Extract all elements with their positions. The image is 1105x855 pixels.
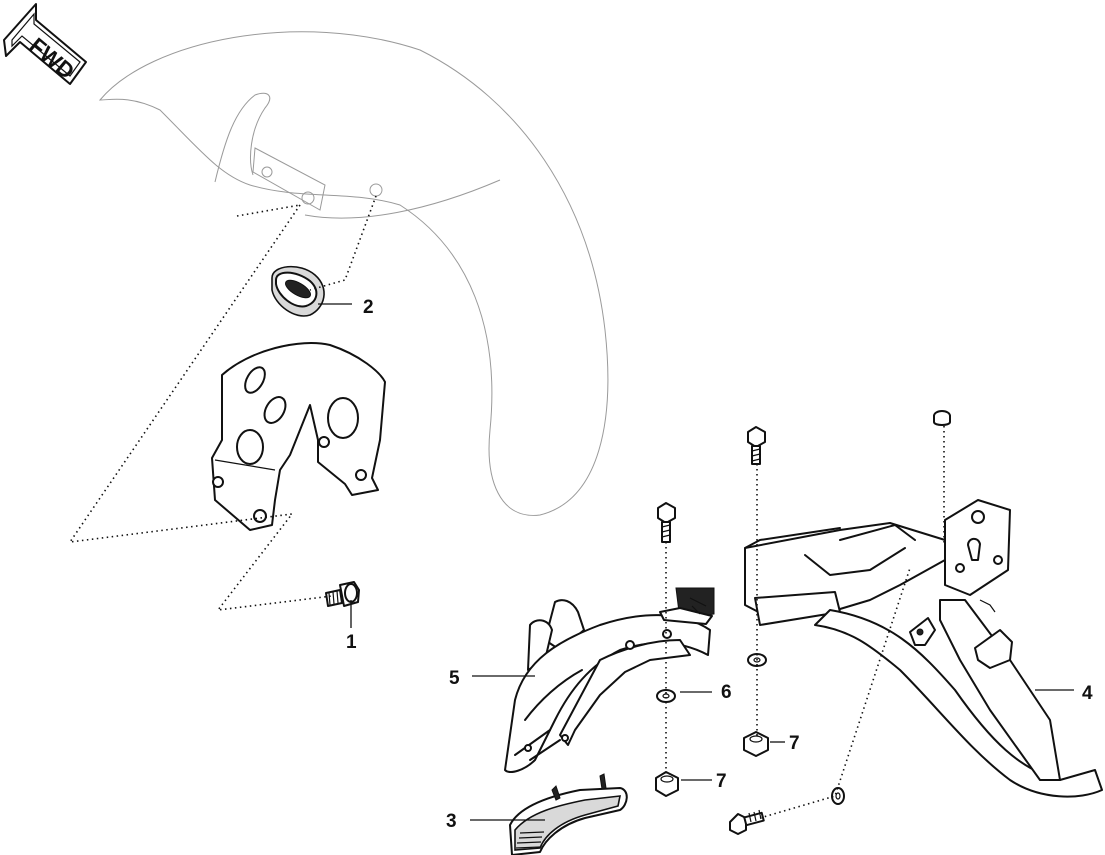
callout-6: 6 [721,682,732,703]
part-5-fender-liner [504,599,711,773]
part-7-nut-right [743,731,769,757]
bolt-center [747,426,766,465]
callout-7-right: 7 [789,733,800,754]
callout-3: 3 [446,811,457,832]
part-6-washer [656,689,676,703]
callout-7-left: 7 [716,771,727,792]
callout-5: 5 [449,668,460,689]
part-3-bumper-pad [509,773,628,855]
mounting-bracket [211,342,386,531]
part-4-rear-fender [744,499,1103,798]
front-fender-outline [98,31,609,516]
bolt-bottom [729,809,765,835]
grommet-top [933,410,951,426]
part-7-nut-left [655,771,679,797]
mounting-clip [659,587,715,625]
part-2-grommet [271,265,325,317]
fwd-arrow-icon: FWD [3,3,87,85]
leader-lines [318,303,1074,821]
callout-1: 1 [346,632,357,653]
part-1-screw [325,581,360,607]
callout-4: 4 [1082,683,1093,704]
assembly-lines [68,195,945,819]
bolt-left [657,502,676,543]
callout-2: 2 [363,297,374,318]
washer-bottom [831,787,845,805]
